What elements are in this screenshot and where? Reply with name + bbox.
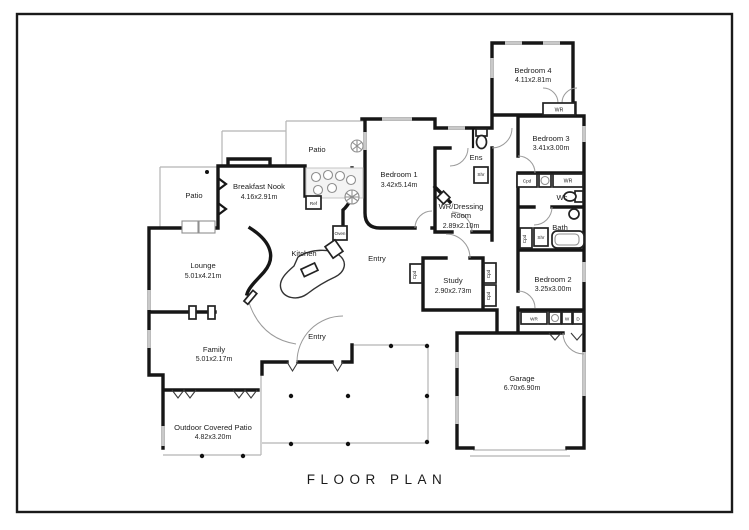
fixture-label-cpd-study-left: Cpd — [412, 270, 417, 279]
fixture-labels: Ref Oven Shr Cpd Cpd Cpd WR Cpd WR Cpd S… — [310, 108, 580, 322]
refrigerator — [305, 195, 322, 210]
room-label-bedroom2: Bedroom 2 — [534, 275, 571, 284]
room-label-bedroom1: Bedroom 1 — [380, 170, 417, 179]
room-dims-lounge: 5.01x4.21m — [185, 273, 222, 280]
cupboard — [483, 262, 497, 284]
room-label-breakfast-nook: Breakfast Nook — [233, 182, 285, 191]
window-sill — [198, 220, 216, 234]
island-sink — [299, 261, 320, 278]
bedroom4-wardrobe — [542, 102, 576, 116]
room-dims-study: 2.90x2.73m — [435, 288, 472, 295]
room-dims-outdoor-patio: 4.82x3.20m — [195, 434, 232, 441]
plant — [344, 189, 360, 205]
dishwasher — [323, 238, 345, 260]
room-dims-bedroom1: 3.42x5.14m — [381, 182, 418, 189]
room-dims-family: 5.01x2.17m — [196, 356, 233, 363]
kitchen-fixtures — [279, 139, 364, 299]
fixture-label-wr-hall: WR — [564, 179, 573, 185]
fixture-label-cpd-study-right2: Cpd — [486, 291, 491, 300]
laundry-sink — [548, 311, 562, 325]
hall-cupboard — [516, 173, 538, 188]
room-label-study: Study — [443, 276, 463, 285]
room-dims-garage: 6.70x6.90m — [504, 385, 541, 392]
ens-toilet — [475, 128, 488, 150]
fixture-label-cpd-hall: Cpd — [523, 179, 532, 184]
room-label-patio-left: Patio — [185, 191, 202, 200]
room-label-bedroom3: Bedroom 3 — [532, 134, 569, 143]
room-label-bath: Bath — [552, 223, 568, 232]
bath-cupboard — [519, 227, 533, 249]
bath-shower — [533, 227, 549, 247]
oven — [332, 225, 348, 241]
room-dims-bedroom2: 3.25x3.00m — [535, 286, 572, 293]
page-title: FLOOR PLAN — [307, 472, 448, 487]
room-label-family: Family — [203, 345, 226, 354]
windows — [147, 41, 586, 446]
room-label-lounge: Lounge — [190, 261, 215, 270]
wc-toilet — [563, 190, 584, 203]
room-label-entry-lower: Entry — [308, 332, 326, 341]
sanitary-fixtures — [188, 102, 585, 325]
post — [188, 305, 197, 320]
border-frame — [15, 12, 734, 514]
hall-wardrobe — [552, 173, 584, 188]
room-label-outdoor-patio: Outdoor Covered Patio — [174, 423, 252, 432]
room-label-entry-upper: Entry — [368, 254, 386, 263]
bath-basin — [568, 208, 580, 220]
fixture-label-shr-bath: Shr — [537, 235, 545, 240]
room-dims-bedroom4: 4.11x2.81m — [515, 77, 551, 84]
post — [207, 305, 216, 320]
ens-vanity — [435, 189, 452, 206]
room-dims-breakfast-nook: 4.16x2.91m — [241, 194, 278, 201]
washer — [561, 311, 573, 325]
fixture-label-cpd-study-right1: Cpd — [486, 269, 491, 278]
fixture-label-wr-laundry: WR — [530, 317, 538, 322]
room-label-wr-dressing-1: WR/Dressing — [439, 202, 484, 211]
room-label-patio-top: Patio — [308, 145, 325, 154]
post-dots — [199, 170, 430, 459]
window-sill — [181, 220, 199, 234]
fixture-label-oven: Oven — [335, 231, 346, 236]
hall-basin — [538, 173, 552, 188]
cupboard — [483, 284, 497, 307]
bathtub — [551, 230, 585, 249]
room-label-kitchen: Kitchen — [291, 249, 316, 258]
room-label-wc: Wc — [557, 193, 568, 202]
cupboard — [409, 263, 423, 284]
angled-door-leaf — [242, 289, 258, 306]
ens-shower — [473, 166, 489, 184]
room-dims-bedroom3: 3.41x3.00m — [533, 145, 570, 152]
room-label-ens: Ens — [469, 153, 482, 162]
fixture-label-dryer: D — [576, 317, 580, 322]
dryer — [572, 311, 584, 325]
room-label-wr-dressing-2: Room — [451, 211, 471, 220]
door-arcs — [171, 87, 585, 399]
plant — [350, 139, 364, 153]
room-labels: Patio Patio Breakfast Nook 4.16x2.91m Ki… — [174, 66, 571, 441]
fixture-label-washer: W — [565, 317, 570, 322]
fixture-label-wr-bedroom4: WR — [555, 108, 564, 114]
counter-items — [310, 169, 357, 196]
fixture-label-cpd-bath: Cpd — [522, 234, 527, 243]
room-dims-wr-dressing: 2.89x2.10m — [443, 223, 480, 230]
room-label-bedroom4: Bedroom 4 — [514, 66, 551, 75]
room-label-garage: Garage — [509, 374, 534, 383]
fixture-label-shr-ens: Shr — [477, 172, 485, 177]
fixture-label-ref: Ref — [310, 201, 318, 206]
bedroom2-wardrobe — [520, 311, 548, 325]
